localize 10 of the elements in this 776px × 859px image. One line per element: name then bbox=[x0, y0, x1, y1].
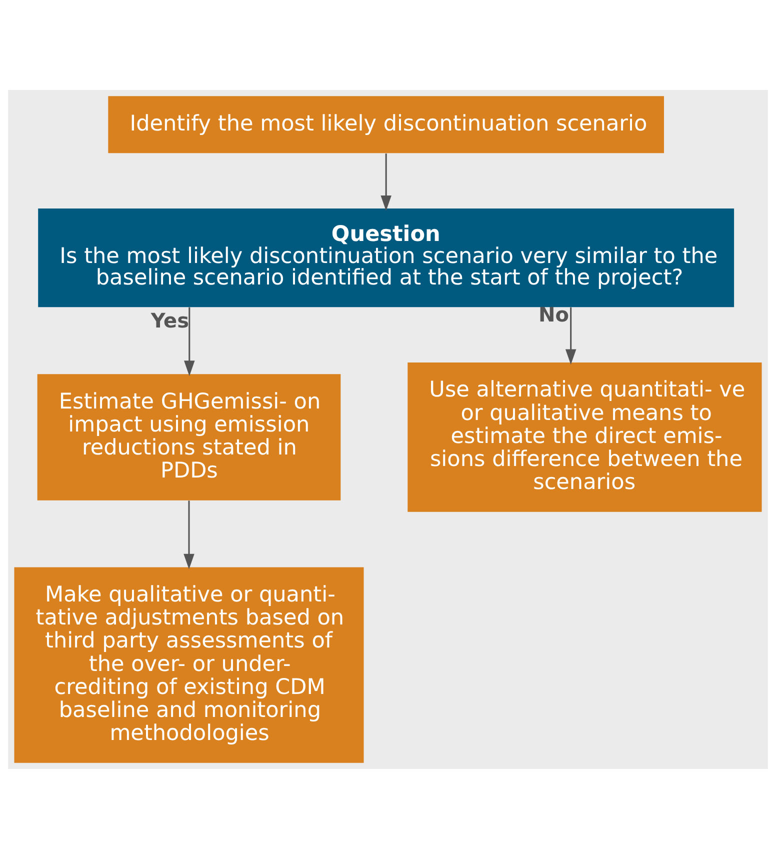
arrow bbox=[565, 307, 576, 365]
node-box: Use alternative quantitati- ve or qualitative means to estimate the direct emis- sions difference between the scenarios bbox=[408, 362, 762, 512]
node-box: Identify the most likely discontinuation scenario bbox=[108, 96, 664, 154]
edge-label: Yes bbox=[150, 308, 190, 332]
arrow bbox=[184, 307, 195, 376]
node-box: Estimate GHGemissi- on impact using emission reductions stated in PDDs bbox=[37, 374, 341, 500]
node-box: Make qualitative or quanti- tative adjustments based on third party assessments of the over- or under- crediting of existing CDM baseline and monitoring methodologies bbox=[14, 567, 364, 763]
arrow bbox=[184, 500, 194, 570]
node-box: Question Is the most likely discontinuation scenario very similar to the baseline scenario identified at the start of the project? bbox=[38, 208, 734, 308]
arrow bbox=[380, 154, 392, 211]
